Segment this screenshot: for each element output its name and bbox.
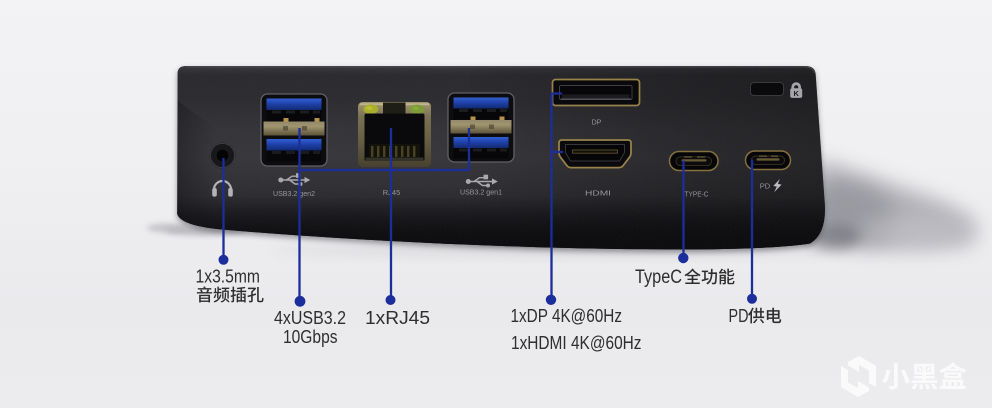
svg-text:1xRJ45: 1xRJ45 xyxy=(365,308,430,328)
svg-text:PD: PD xyxy=(729,306,749,326)
svg-text:1x3.5mm: 1x3.5mm xyxy=(196,267,261,287)
svg-text:TYPE-C: TYPE-C xyxy=(685,192,709,199)
svg-text:USB3.2 gen1: USB3.2 gen1 xyxy=(460,188,502,197)
svg-text:TypeC: TypeC xyxy=(635,267,682,288)
svg-text:USB3.2 gen2: USB3.2 gen2 xyxy=(273,189,315,198)
svg-text:PD: PD xyxy=(760,182,771,191)
svg-text:K: K xyxy=(793,89,799,98)
svg-text:HDMI: HDMI xyxy=(585,191,611,198)
svg-text:1xDP 4K@60Hz: 1xDP 4K@60Hz xyxy=(511,306,623,326)
svg-text:10Gbps: 10Gbps xyxy=(283,327,338,347)
svg-text:DP: DP xyxy=(592,120,602,127)
svg-text:4xUSB3.2: 4xUSB3.2 xyxy=(274,308,346,328)
svg-text:1xHDMI 4K@60Hz: 1xHDMI 4K@60Hz xyxy=(511,333,642,353)
